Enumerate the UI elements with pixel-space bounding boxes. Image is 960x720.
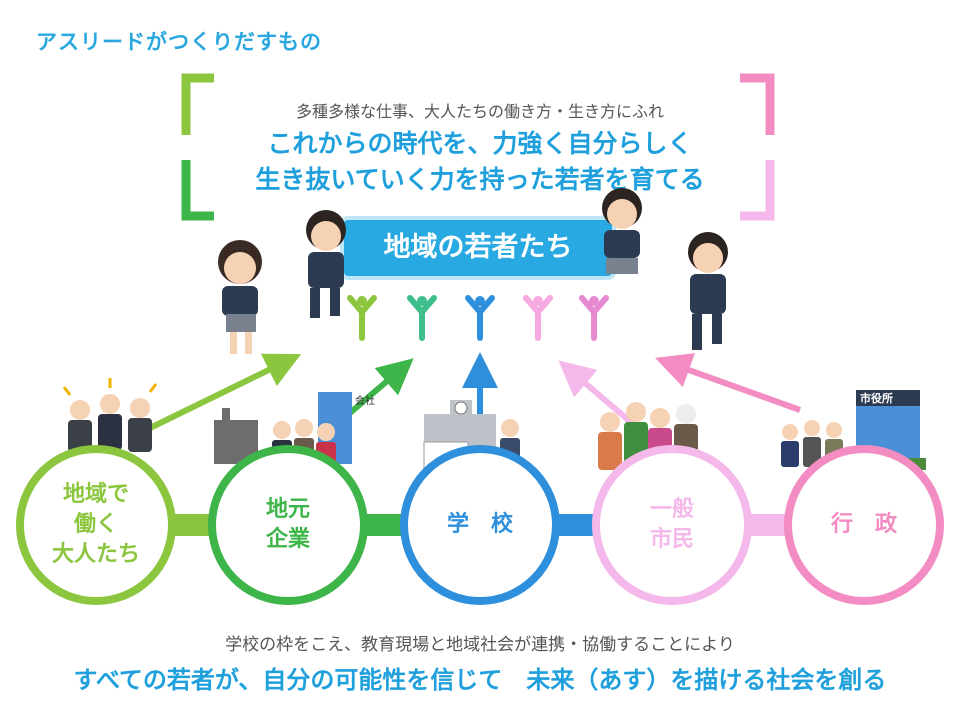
stakeholder-circle-school: 学 校: [400, 445, 560, 605]
company-sign: 会社: [355, 394, 375, 407]
right-bracket-top: [740, 73, 775, 135]
connector-1: [170, 514, 220, 536]
running-student-icon: [602, 188, 642, 274]
youth-figure-icon: [465, 295, 495, 341]
vision-subtitle: 多種多様な仕事、大人たちの働き方・生き方にふれ: [295, 102, 664, 121]
left-bracket-bottom: [181, 160, 214, 221]
youth-figure-icon: [579, 295, 609, 341]
connector-3: [550, 514, 600, 536]
arrow-workers: [148, 353, 302, 431]
youth-banner: 地域の若者たち: [344, 220, 612, 276]
vision-line-2: 生き抜いていく力を持った若者を育てる: [255, 165, 705, 194]
connector-2: [360, 514, 410, 536]
stakeholder-circle-companies: 地元 企業: [208, 445, 368, 605]
footer-subtitle: 学校の枠をこえ、教育現場と地域社会が連携・協働することにより: [225, 635, 735, 655]
running-student-icon: [688, 232, 728, 350]
running-student-icon: [306, 210, 346, 318]
workers-illustration-icon: [62, 378, 158, 452]
stakeholder-circle-workers: 地域で 働く 大人たち: [16, 445, 176, 605]
arrow-citizens: [558, 360, 642, 433]
stakeholder-circle-citizens: 一般 市民: [592, 445, 752, 605]
youth-figure-icon: [523, 295, 553, 341]
running-student-icon: [218, 240, 262, 354]
arrow-government: [655, 353, 802, 413]
vision-line-1: これからの時代を、力強く自分らしく: [267, 129, 693, 158]
right-bracket-bottom: [740, 160, 775, 221]
left-bracket-top: [181, 73, 214, 135]
city-hall-sign: 市役所: [860, 391, 893, 405]
stakeholder-circle-government: 行 政: [784, 445, 944, 605]
page-title: アスリードがつくりだすもの: [36, 30, 322, 54]
connector-4: [740, 514, 790, 536]
youth-figure-icon: [407, 295, 437, 341]
footer-tagline: すべての若者が、自分の可能性を信じて 未来（あす）を描ける社会を創る: [73, 666, 887, 694]
youth-figure-icon: [347, 295, 377, 341]
